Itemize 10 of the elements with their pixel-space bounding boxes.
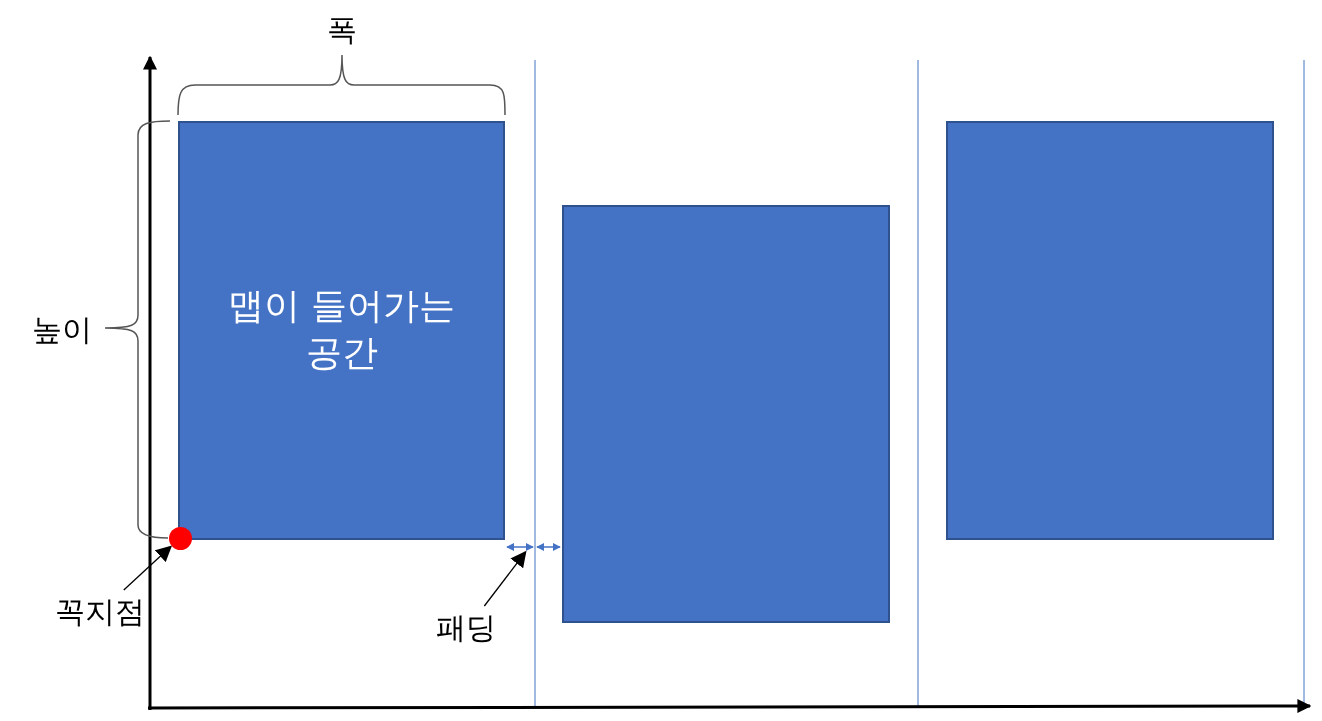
leader-line xyxy=(483,550,527,607)
map-area-panel xyxy=(562,205,890,623)
map-area-panel: 맵이 들어가는 공간 xyxy=(178,121,505,540)
dimension-label: 높이 xyxy=(32,310,92,349)
padding-dimension-marker xyxy=(506,542,561,552)
leader-line xyxy=(123,545,172,591)
callout-text: 패딩 xyxy=(421,606,511,650)
map-area-panel xyxy=(946,121,1274,540)
callout-text: 꼭지점 xyxy=(45,590,155,634)
dimension-label: 폭 xyxy=(327,10,357,49)
